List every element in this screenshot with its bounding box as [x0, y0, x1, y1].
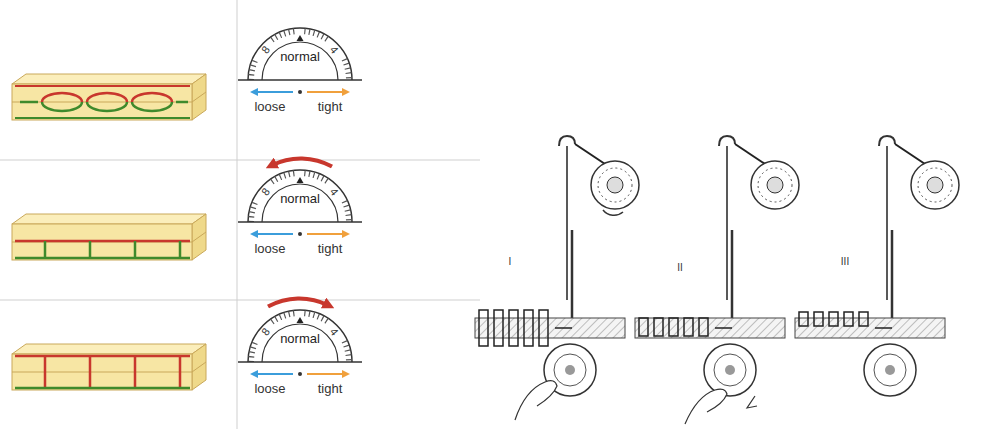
- dial-label: normal: [280, 50, 320, 63]
- tension-dial: [238, 298, 362, 376]
- direction-label: loose: [254, 100, 285, 113]
- direction-label: loose: [254, 242, 285, 255]
- dial-label: normal: [280, 332, 320, 345]
- direction-label: loose: [254, 382, 285, 395]
- machine-illustration: [475, 136, 639, 420]
- fabric-block: [12, 344, 206, 390]
- step-number: II: [677, 263, 683, 273]
- fabric-block: [12, 214, 206, 260]
- machine-illustration: [635, 136, 799, 424]
- tension-dial: [238, 158, 362, 236]
- dial-label: normal: [280, 192, 320, 205]
- divider: [0, 160, 480, 161]
- machine-illustration: [795, 136, 959, 396]
- divider: [237, 0, 238, 429]
- divider: [0, 300, 480, 301]
- fabric-block: [12, 74, 206, 120]
- direction-label: tight: [318, 242, 343, 255]
- step-number: III: [841, 257, 849, 267]
- tension-dial: [238, 28, 362, 94]
- direction-label: tight: [318, 382, 343, 395]
- step-number: I: [509, 257, 512, 267]
- direction-label: tight: [318, 100, 343, 113]
